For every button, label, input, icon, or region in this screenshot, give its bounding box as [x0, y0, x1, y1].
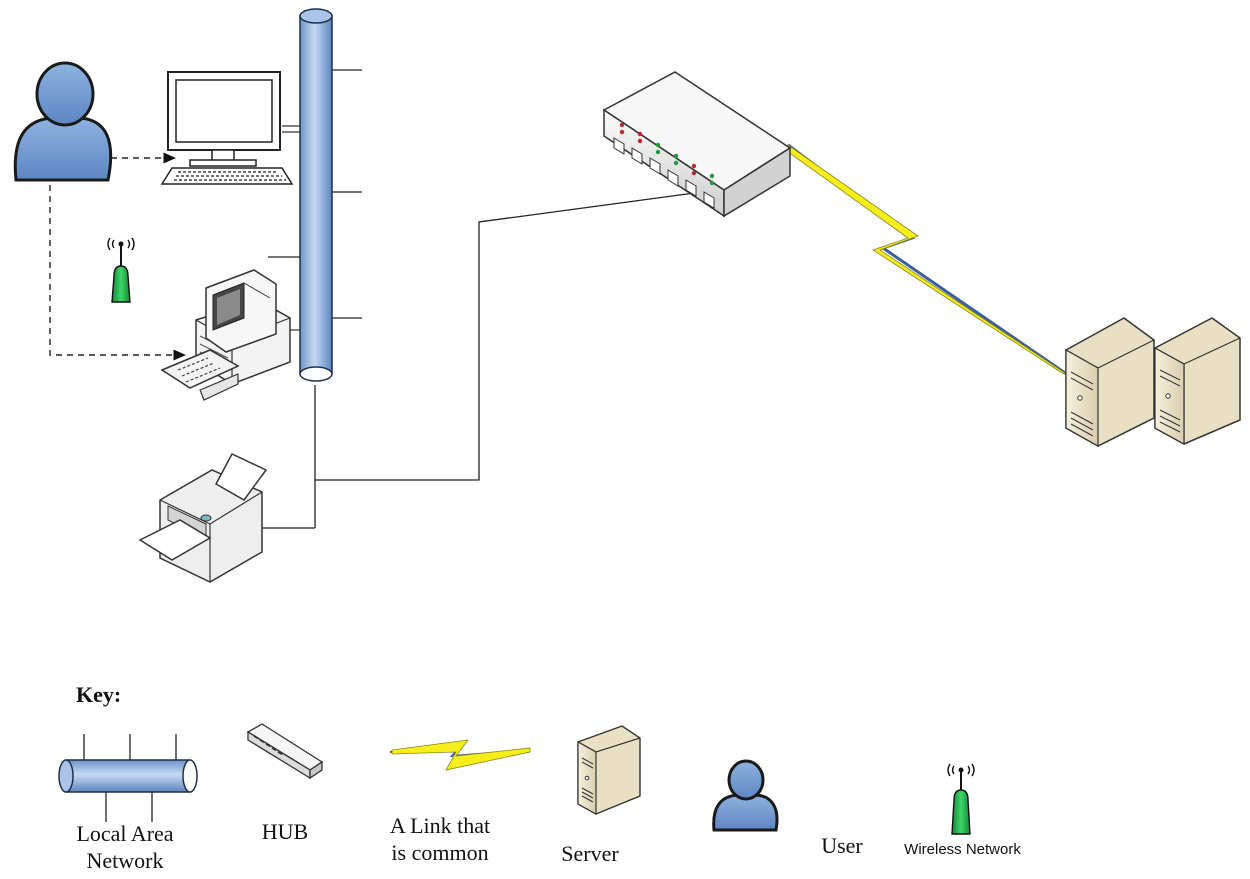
network-hub-icon — [602, 71, 792, 218]
connections — [49, 69, 1069, 529]
key-label-lan: Local Area Network — [60, 820, 190, 874]
lan-to-hub-line — [315, 191, 703, 481]
printer-icon — [138, 453, 268, 583]
server-icon — [1154, 317, 1241, 446]
key-label-link-line1: A Link that — [389, 813, 491, 838]
lightning-bolt-icon — [783, 144, 1069, 376]
key-label-user: User — [812, 832, 872, 859]
user-icon — [13, 61, 113, 182]
workstation-computer-icon — [160, 269, 291, 401]
lan-backbone — [299, 8, 333, 382]
key-label-link: A Link that is common — [370, 812, 510, 866]
key-title: Key: — [76, 682, 122, 707]
key-label-link-line2: is common — [391, 840, 489, 865]
desktop-computer-icon — [160, 71, 294, 185]
key-hub-icon — [246, 723, 324, 780]
server-icon — [1065, 317, 1155, 448]
key-label-hub: HUB — [250, 818, 320, 845]
key-label-wireless-line1: Wireless Network — [904, 841, 1021, 858]
key-server-icon — [577, 725, 641, 816]
key-label-hub-line1: HUB — [261, 819, 309, 844]
key-wireless-icon — [947, 763, 975, 835]
key-label-server: Server — [550, 840, 630, 867]
pc-cable — [282, 125, 300, 133]
key-label-lan-line1: Local Area — [76, 821, 174, 846]
key-label-lan-line2: Network — [86, 848, 164, 873]
key-label-wireless: Wireless Network — [895, 836, 1030, 863]
user-to-workstation-dashed-line — [49, 185, 186, 361]
key-user-icon — [712, 759, 779, 832]
key-label-user-line1: User — [821, 833, 863, 858]
key-link-icon — [389, 739, 531, 771]
wireless-antenna-icon — [107, 237, 135, 303]
key-label-server-line1: Server — [561, 841, 619, 866]
key-lan-icon — [58, 734, 198, 822]
